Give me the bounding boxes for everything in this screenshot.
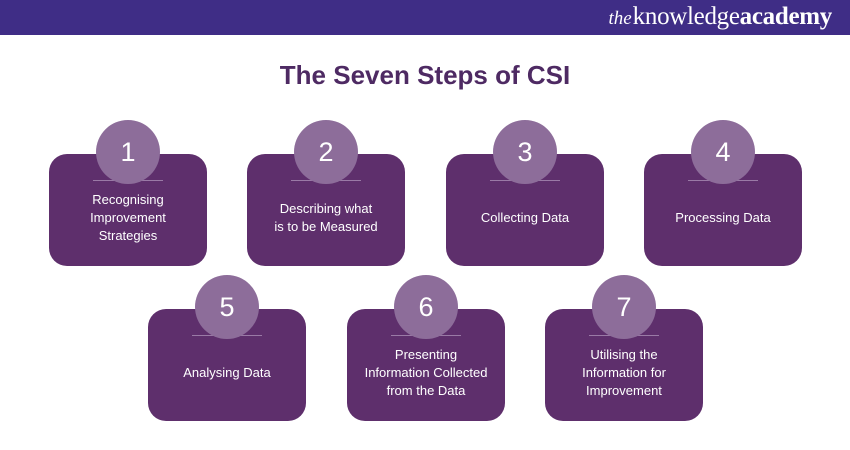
step-card-7: 7 Utilising the Information for Improvem… bbox=[545, 275, 703, 421]
step-label-line: Analysing Data bbox=[183, 365, 271, 380]
step-card-2: 2 Describing what is to be Measured bbox=[247, 120, 405, 266]
step-number-badge: 6 bbox=[394, 275, 458, 339]
step-label-line: Presenting bbox=[394, 347, 458, 362]
step-label-line: Processing Data bbox=[675, 210, 771, 225]
step-label: Describing what is to be Measured bbox=[255, 188, 397, 248]
logo-the-text: the bbox=[608, 8, 632, 29]
step-card-1: 1 Recognising Improvement Strategies bbox=[49, 120, 207, 266]
page-title: The Seven Steps of CSI bbox=[279, 60, 571, 90]
step-card-3: 3 Collecting Data bbox=[446, 120, 604, 266]
step-label: Utilising the Information for Improvemen… bbox=[553, 343, 695, 403]
step-label-line: Information Collected bbox=[364, 365, 488, 380]
step-number-badge: 1 bbox=[96, 120, 160, 184]
step-label-line: Describing what bbox=[279, 201, 373, 216]
step-card-4: 4 Processing Data bbox=[644, 120, 802, 266]
step-label: Recognising Improvement Strategies bbox=[57, 188, 199, 248]
step-number-badge: 5 bbox=[195, 275, 259, 339]
step-number-badge: 7 bbox=[592, 275, 656, 339]
step-label-line: Information for bbox=[582, 365, 666, 380]
step-number-badge: 4 bbox=[691, 120, 755, 184]
step-card-5: 5 Analysing Data bbox=[148, 275, 306, 421]
step-card-6: 6 Presenting Information Collected from … bbox=[347, 275, 505, 421]
header-bar: the knowledge academy bbox=[0, 0, 850, 35]
step-label: Collecting Data bbox=[454, 188, 596, 248]
step-label-line: Improvement bbox=[90, 210, 166, 225]
step-label-line: Improvement bbox=[586, 383, 662, 398]
step-number-badge: 3 bbox=[493, 120, 557, 184]
logo-knowledge-text: knowledge bbox=[632, 3, 740, 30]
step-label-line: from the Data bbox=[386, 383, 466, 398]
the-knowledge-academy-logo[interactable]: the knowledge academy bbox=[608, 3, 832, 33]
step-label: Presenting Information Collected from th… bbox=[355, 343, 497, 403]
logo-academy-text: academy bbox=[739, 3, 833, 30]
step-label-line: Utilising the bbox=[590, 347, 658, 362]
step-label-line: is to be Measured bbox=[274, 219, 378, 234]
step-label-line: Strategies bbox=[98, 228, 158, 243]
step-number-badge: 2 bbox=[294, 120, 358, 184]
step-label-line: Collecting Data bbox=[480, 210, 570, 225]
step-label: Analysing Data bbox=[156, 343, 298, 403]
step-label: Processing Data bbox=[652, 188, 794, 248]
step-label-line: Recognising bbox=[92, 192, 164, 207]
